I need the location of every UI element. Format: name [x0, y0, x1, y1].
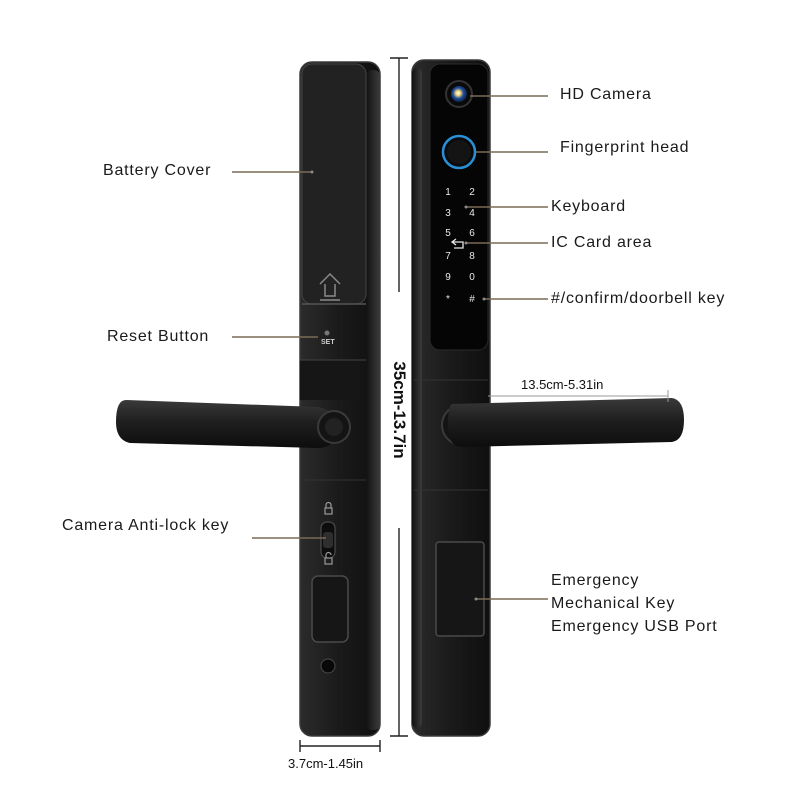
key-2[interactable]: 2 — [469, 187, 475, 198]
key-star[interactable]: * — [446, 294, 450, 305]
label-reset-button: Reset Button — [107, 328, 210, 345]
key-5[interactable]: 5 — [445, 228, 451, 239]
ic-card-icon — [450, 238, 464, 249]
key-hash[interactable]: # — [469, 294, 475, 305]
key-0[interactable]: 0 — [469, 272, 475, 283]
key-8[interactable]: 8 — [469, 251, 475, 262]
handle-dimension-line — [488, 390, 669, 402]
back-handle[interactable] — [116, 400, 351, 448]
label-emergency-line2: Mechanical Key — [551, 595, 676, 612]
height-dimension-label: 35cm-13.7in — [390, 361, 409, 459]
lower-cover — [311, 575, 349, 643]
key-4[interactable]: 4 — [469, 208, 475, 219]
back-lock-body — [299, 61, 381, 737]
width-dimension-line — [299, 740, 381, 752]
label-confirm-key: #/confirm/doorbell key — [551, 290, 726, 307]
height-dimension-line — [390, 57, 408, 737]
label-fingerprint-head: Fingerprint head — [560, 139, 690, 156]
fingerprint-sensor[interactable] — [441, 134, 477, 170]
label-keyboard: Keyboard — [551, 198, 626, 215]
leader-lines — [232, 95, 548, 600]
label-ic-card-area: IC Card area — [551, 234, 653, 251]
label-emergency-line1: Emergency — [551, 572, 640, 589]
handle-dimension-label: 13.5cm-5.31in — [521, 377, 604, 392]
arrow-up-icon — [319, 272, 341, 301]
label-emergency-line3: Emergency USB Port — [551, 618, 718, 635]
key-9[interactable]: 9 — [445, 272, 451, 283]
keypad[interactable]: 1 2 3 4 5 6 7 8 9 0 * # — [445, 187, 475, 305]
leader-dots — [310, 170, 486, 601]
width-dimension-label: 3.7cm-1.45in — [288, 756, 364, 771]
key-3[interactable]: 3 — [445, 208, 451, 219]
label-battery-cover: Battery Cover — [103, 162, 212, 179]
reset-set-label: SET — [321, 339, 335, 346]
label-camera-antilock-key: Camera Anti-lock key — [62, 517, 230, 534]
front-handle[interactable] — [441, 398, 684, 447]
front-lock-body: 1 2 3 4 5 6 7 8 9 0 * # — [411, 59, 491, 737]
keyhole-icon — [320, 658, 336, 674]
lock-open-icon — [324, 551, 333, 565]
reset-button[interactable] — [324, 330, 330, 336]
lock-closed-icon — [324, 501, 333, 515]
key-7[interactable]: 7 — [445, 251, 451, 262]
anti-lock-slider[interactable] — [320, 521, 336, 559]
key-6[interactable]: 6 — [469, 228, 475, 239]
emergency-cover[interactable] — [435, 541, 485, 637]
camera-icon — [445, 80, 473, 108]
battery-cover — [301, 63, 367, 305]
key-1[interactable]: 1 — [445, 187, 451, 198]
label-hd-camera: HD Camera — [560, 86, 652, 103]
